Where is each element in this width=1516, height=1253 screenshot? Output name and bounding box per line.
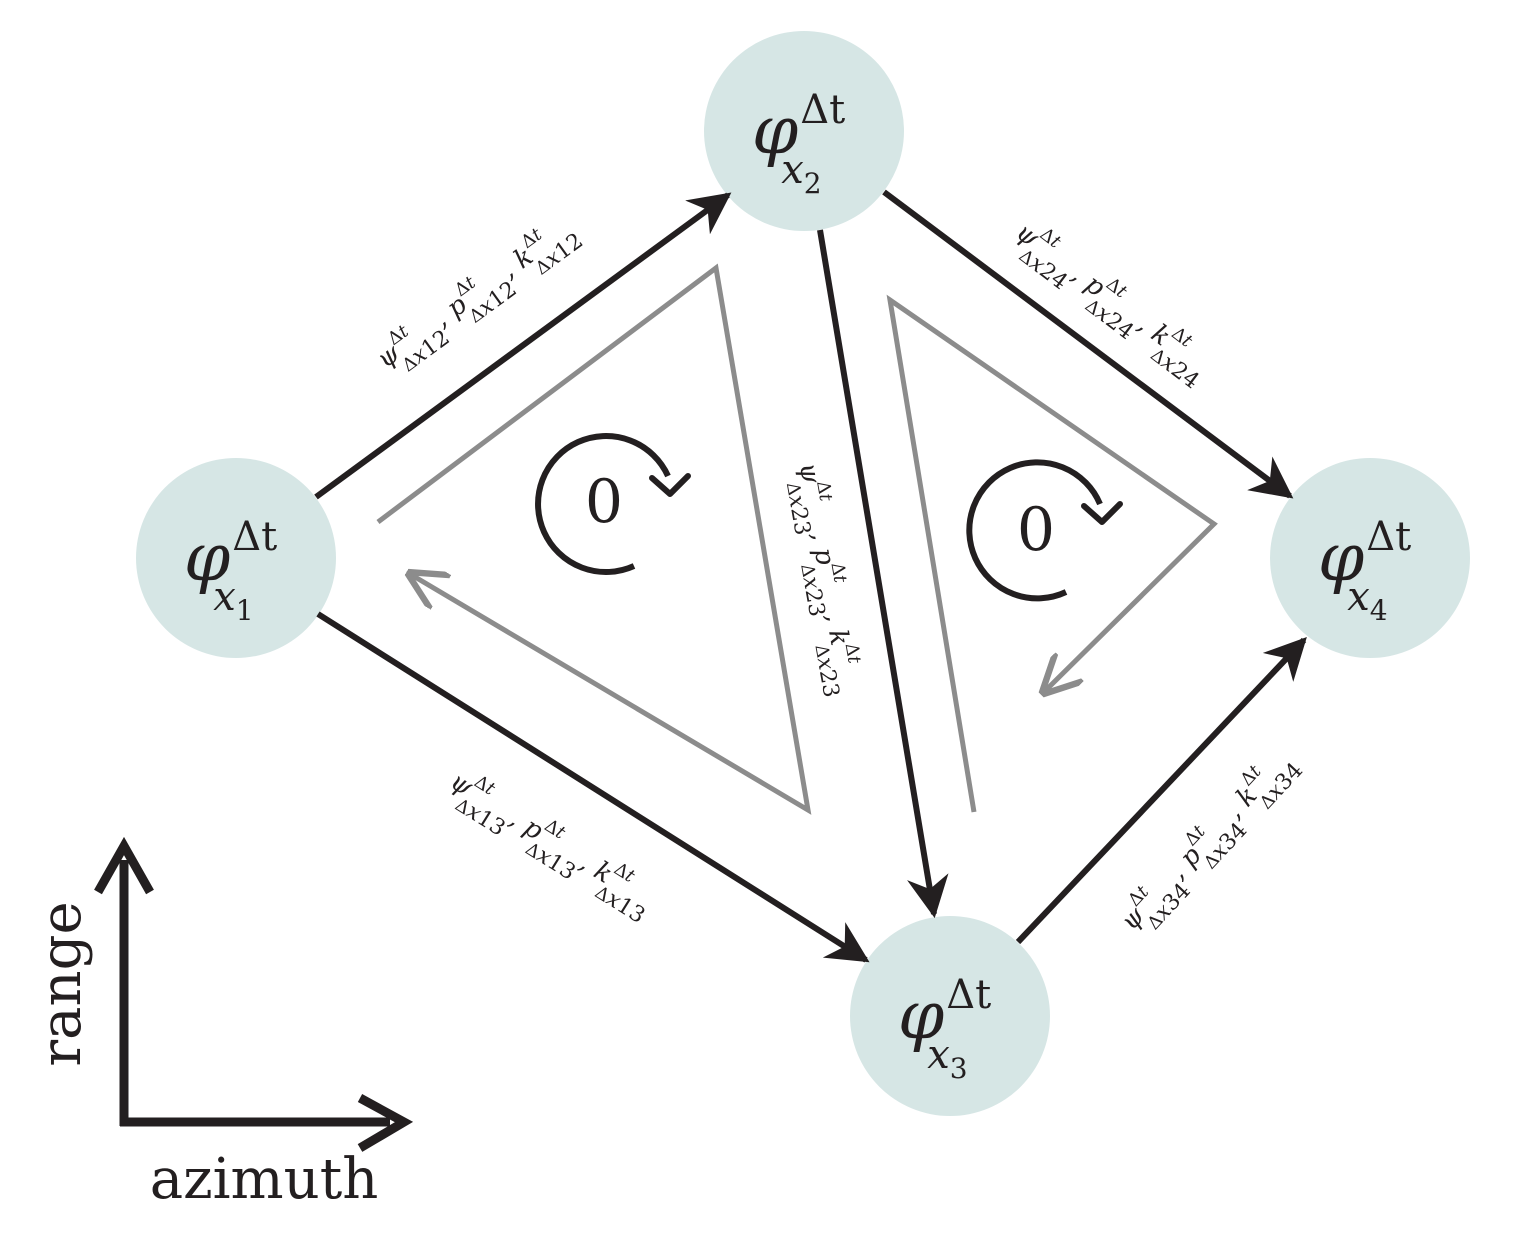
loop-left-value: 0 bbox=[585, 467, 623, 537]
loop-right-circle-arrow bbox=[966, 459, 1103, 602]
edge-label-e23: ψΔtΔx23, pΔtΔx23, kΔtΔx23 bbox=[778, 459, 870, 699]
loop-right-path bbox=[886, 294, 1218, 813]
node-x1-circle bbox=[136, 458, 336, 658]
loop-left-closure: 0 bbox=[535, 433, 691, 575]
node-x4-circle bbox=[1270, 458, 1470, 658]
loop-right-value: 0 bbox=[1017, 495, 1055, 565]
loop-right-closure: 0 bbox=[966, 459, 1123, 602]
edge-label-e13: ψΔtΔx13, pΔtΔx13, kΔtΔx13 bbox=[437, 760, 664, 929]
range-label: range bbox=[29, 901, 94, 1066]
azimuth-label: azimuth bbox=[150, 1147, 379, 1212]
loop-left-path bbox=[376, 263, 812, 815]
edge-x3-x4 bbox=[1015, 636, 1307, 945]
edge-label-e34: ψΔtΔx34, pΔtΔx34, kΔtΔx34 bbox=[1110, 740, 1308, 947]
loop-left-arrowhead-icon bbox=[649, 473, 691, 497]
node-x2-circle bbox=[704, 31, 904, 231]
edge-x1-x2 bbox=[314, 192, 732, 500]
loop-left-circle-arrow bbox=[535, 433, 671, 575]
axis-indicator: range azimuth bbox=[29, 836, 414, 1212]
edge-x2-x4 bbox=[882, 189, 1294, 499]
node-x3-circle bbox=[850, 916, 1050, 1116]
edge-label-e12: ψΔtΔx12, pΔtΔx12, kΔtΔx12 bbox=[367, 207, 588, 387]
loop-right-arrowhead-icon bbox=[1081, 501, 1123, 525]
edge-x1-x3 bbox=[316, 611, 870, 963]
edge-x2-x3 bbox=[817, 229, 949, 919]
azimuth-arrowhead-icon bbox=[357, 1094, 414, 1152]
range-arrowhead-icon bbox=[94, 836, 154, 895]
